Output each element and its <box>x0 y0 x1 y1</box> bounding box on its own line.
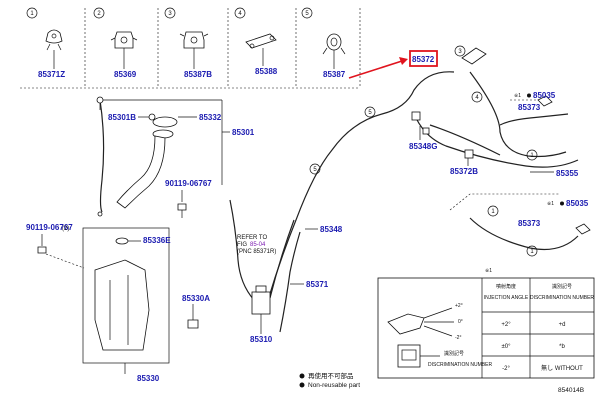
part-85355[interactable]: 85355 <box>556 169 579 178</box>
svg-text:※1: ※1 <box>514 93 521 99</box>
mark-label-jp: 識別記号 <box>444 350 464 357</box>
row1-mark: +d <box>559 322 566 328</box>
ref-circle-4: 4 <box>234 7 246 19</box>
col1-jp: 噴射角度 <box>496 283 516 290</box>
part-85387[interactable]: 85387 <box>323 70 346 79</box>
ref-circle-1: 1 <box>26 7 38 19</box>
part-85372b[interactable]: 85372B <box>450 167 478 176</box>
part-85373-lower[interactable]: 85373 <box>518 219 541 228</box>
callout-5b: 5 <box>313 167 317 173</box>
col2-jp: 識別記号 <box>552 283 572 290</box>
callout-5a: 5 <box>368 110 372 116</box>
callout-4: 4 <box>475 95 479 101</box>
part-90119-upper[interactable]: 90119-06767 <box>165 179 212 188</box>
clip-90119-upper: 90119-06767 <box>165 179 212 218</box>
refer-line-1: REFER TO <box>237 235 267 241</box>
row2-angle: ±0° <box>501 344 511 350</box>
injection-angle-table: ※1 噴射角度 INJECTION ANGLE 識別記号 DISCRIMINAT… <box>377 268 594 379</box>
part-85330a[interactable]: 85330A <box>182 294 210 303</box>
ref-circle-2: 2 <box>93 7 105 19</box>
highlight-box <box>409 50 438 67</box>
svg-text:2: 2 <box>97 11 101 17</box>
row2-mark: *b <box>559 344 565 350</box>
refer-note: REFER TO FIG 85-04 (PNC 85371R) <box>237 235 276 255</box>
part-85330[interactable]: 85330 <box>137 374 160 383</box>
inset-85301: 85301B 85332 85301 <box>96 96 255 217</box>
label-85035-upper: ※1 85035 <box>514 91 556 100</box>
mark-label-en: DISCRIMINATION NUMBER <box>428 362 492 368</box>
angle-minus2: -2° <box>455 335 461 341</box>
callouts: 3 4 5 5 1 1 1 <box>309 45 538 257</box>
ref-circle-3: 3 <box>164 7 176 19</box>
svg-text:5: 5 <box>305 11 309 17</box>
clip-quantity: (2) <box>62 226 69 232</box>
part-85371[interactable]: 85371 <box>306 280 329 289</box>
legend-jp: 再使用不可部品 <box>308 371 354 380</box>
legend: 再使用不可部品 Non-reusable part <box>299 371 360 389</box>
table-note: ※1 <box>485 268 492 274</box>
washer-hoses <box>99 71 579 333</box>
col1-en: INJECTION ANGLE <box>484 295 529 301</box>
part-85388[interactable]: 85388 <box>255 67 278 76</box>
part-85035-lower[interactable]: 85035 <box>566 199 589 208</box>
callout-1b: 1 <box>491 209 495 215</box>
clip-85387b-drawing <box>179 31 209 49</box>
part-85301b[interactable]: 85301B <box>108 113 136 122</box>
col2-en: DISCRIMINATION NUMBER <box>530 295 594 301</box>
clip-85369-drawing <box>110 31 138 49</box>
part-85372[interactable]: 85372 <box>412 55 435 64</box>
callout-3: 3 <box>458 49 462 55</box>
clip-85371z-drawing <box>45 29 63 51</box>
label-85035-lower: ※1 85035 <box>547 199 589 208</box>
non-reusable-icon <box>299 382 305 388</box>
svg-text:4: 4 <box>238 11 242 17</box>
clip-90119-left: 90119-06767 (2) <box>26 223 73 254</box>
highlight-arrow <box>348 60 403 79</box>
part-85348[interactable]: 85348 <box>320 225 343 234</box>
callout-1a: 1 <box>530 153 534 159</box>
part-85387b[interactable]: 85387B <box>184 70 212 79</box>
part-85310[interactable]: 85310 <box>250 335 273 344</box>
clip-85388-drawing <box>245 33 277 49</box>
part-85369[interactable]: 85369 <box>114 70 137 79</box>
part-85336e[interactable]: 85336E <box>143 236 171 245</box>
figure-id: 854014B <box>558 387 584 394</box>
refer-fig-link[interactable]: 85-04 <box>250 242 266 248</box>
part-85371z[interactable]: 85371Z <box>38 70 65 79</box>
refer-line-2-prefix: FIG <box>237 242 247 248</box>
part-90119-left[interactable]: 90119-06767 <box>26 223 73 232</box>
leader-dashed <box>45 253 85 269</box>
svg-text:※1: ※1 <box>547 201 554 207</box>
svg-text:3: 3 <box>168 11 172 17</box>
part-85035-upper[interactable]: 85035 <box>533 91 556 100</box>
row3-angle: -2° <box>502 366 510 372</box>
part-85373-upper[interactable]: 85373 <box>518 103 541 112</box>
row1-angle: +2° <box>501 322 511 328</box>
arrow-head <box>399 57 408 65</box>
callout-1c: 1 <box>530 249 534 255</box>
svg-text:1: 1 <box>30 11 34 17</box>
highlight-85372: 85372 <box>348 50 438 79</box>
non-reusable-icon <box>299 373 305 379</box>
refer-line-3: (PNC 85371R) <box>237 249 276 255</box>
part-85301[interactable]: 85301 <box>232 128 255 137</box>
part-85332[interactable]: 85332 <box>199 113 222 122</box>
angle-zero: 0° <box>458 319 463 325</box>
reservoir-box: 85336E 85330 <box>82 227 171 383</box>
grommet-85330a: 85330A <box>182 294 210 329</box>
fittings <box>411 47 591 235</box>
row3-mark: 無し WITHOUT <box>541 364 583 372</box>
angle-plus2: +2° <box>455 303 463 309</box>
pump-85310: 85310 <box>250 285 273 344</box>
legend-en: Non-reusable part <box>308 382 360 389</box>
part-85348g[interactable]: 85348G <box>409 142 437 151</box>
ref-circle-5: 5 <box>301 7 313 19</box>
header-strip: 1 2 3 4 5 <box>20 7 361 89</box>
